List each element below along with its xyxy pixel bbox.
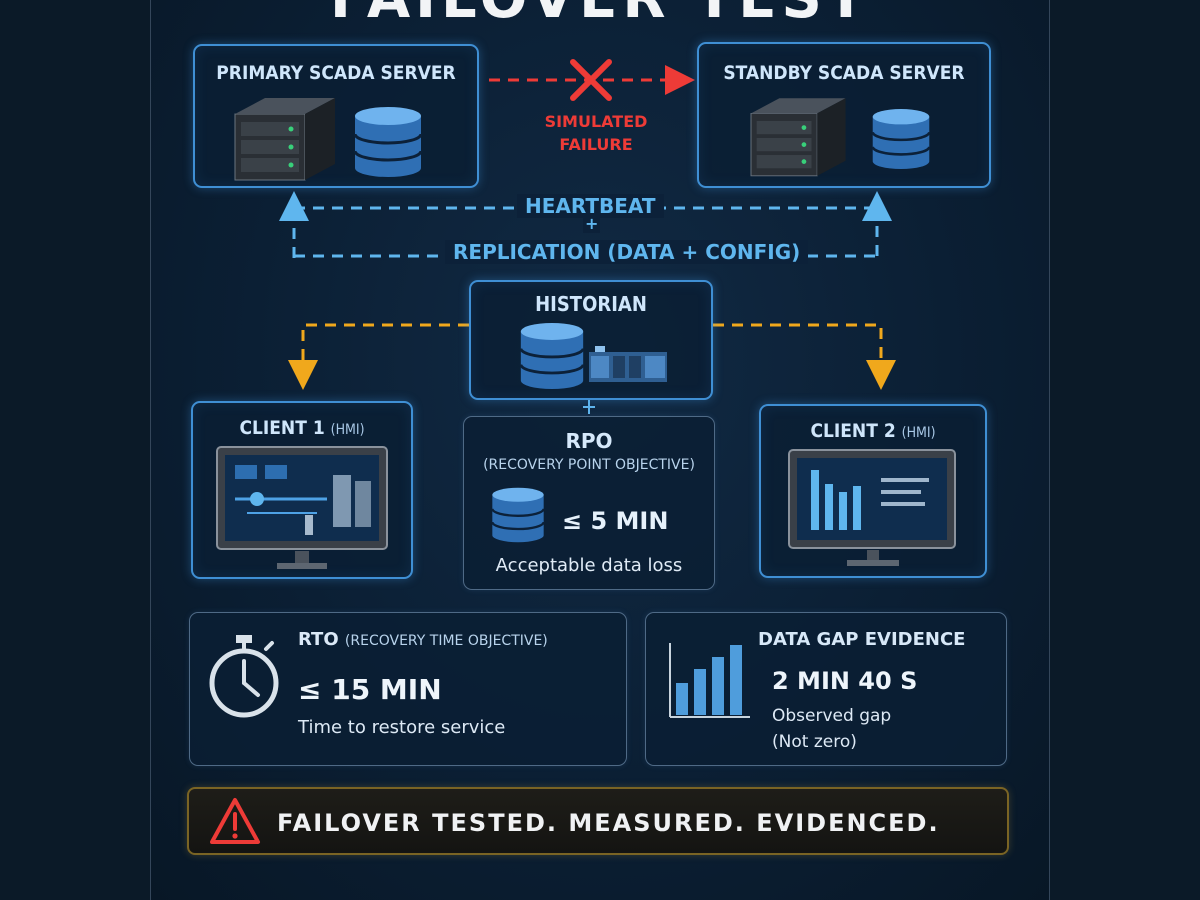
simulated-failure-label: SIMULATED FAILURE xyxy=(544,112,648,154)
bar-chart-icon xyxy=(669,643,750,718)
link-plus-label: + xyxy=(583,214,601,233)
hmi-monitor-icon xyxy=(788,449,956,566)
summary-banner: FAILOVER TESTED. MEASURED. EVIDENCED. xyxy=(187,787,1009,855)
data-gap-box: DATA GAP EVIDENCE 2 MIN 40 S Observed ga… xyxy=(645,612,1007,766)
historian-title: HISTORIAN xyxy=(535,292,647,316)
rpo-title: RPO xyxy=(565,429,613,453)
database-icon xyxy=(491,487,545,543)
rto-box: RTO (RECOVERY TIME OBJECTIVE) ≤ 15 MIN T… xyxy=(189,612,627,766)
rpo-description: Acceptable data loss xyxy=(495,555,683,576)
client2-title: CLIENT 2 (HMI) xyxy=(810,420,936,442)
client1-title: CLIENT 1 (HMI) xyxy=(239,417,365,439)
stopwatch-icon xyxy=(209,635,279,718)
primary-server-title: PRIMARY SCADA SERVER xyxy=(216,62,456,84)
client2-box: CLIENT 2 (HMI) xyxy=(759,404,987,578)
rto-description: Time to restore service xyxy=(298,717,506,738)
standby-server-box: STANDBY SCADA SERVER xyxy=(697,42,991,188)
data-gap-value: 2 MIN 40 S xyxy=(772,667,918,695)
historian-client1-link xyxy=(288,323,469,390)
database-icon xyxy=(353,107,423,177)
historian-client2-link xyxy=(713,323,896,390)
replication-label: REPLICATION (DATA + CONFIG) xyxy=(445,240,809,264)
rpo-value: ≤ 5 MIN xyxy=(562,507,669,535)
standby-server-title: STANDBY SCADA SERVER xyxy=(723,62,965,84)
database-icon xyxy=(519,322,585,390)
hmi-monitor-icon xyxy=(216,446,388,569)
data-gap-title: DATA GAP EVIDENCE xyxy=(758,629,966,650)
client1-box: CLIENT 1 (HMI) xyxy=(191,401,413,579)
banner-text: FAILOVER TESTED. MEASURED. EVIDENCED. xyxy=(277,809,940,837)
failure-x-icon xyxy=(570,59,612,101)
rpo-subtitle: (RECOVERY POINT OBJECTIVE) xyxy=(483,457,695,473)
database-icon xyxy=(871,109,931,169)
data-gap-description: Observed gap (Not zero) xyxy=(772,706,892,752)
historian-box: HISTORIAN xyxy=(469,280,713,400)
page-title: FAILOVER TEST xyxy=(151,0,1049,31)
rack-icon xyxy=(589,346,667,382)
primary-server-box: PRIMARY SCADA SERVER xyxy=(193,44,479,188)
diagram-panel: FAILOVER TEST PRIMARY SCADA SERVER SIMUL… xyxy=(150,0,1050,900)
server-icon xyxy=(750,98,846,177)
rpo-box: RPO (RECOVERY POINT OBJECTIVE) ≤ 5 MIN A… xyxy=(463,416,715,590)
server-icon xyxy=(234,98,335,181)
warning-icon xyxy=(210,798,260,844)
rto-title: RTO (RECOVERY TIME OBJECTIVE) xyxy=(298,629,548,650)
rto-value: ≤ 15 MIN xyxy=(298,673,442,706)
